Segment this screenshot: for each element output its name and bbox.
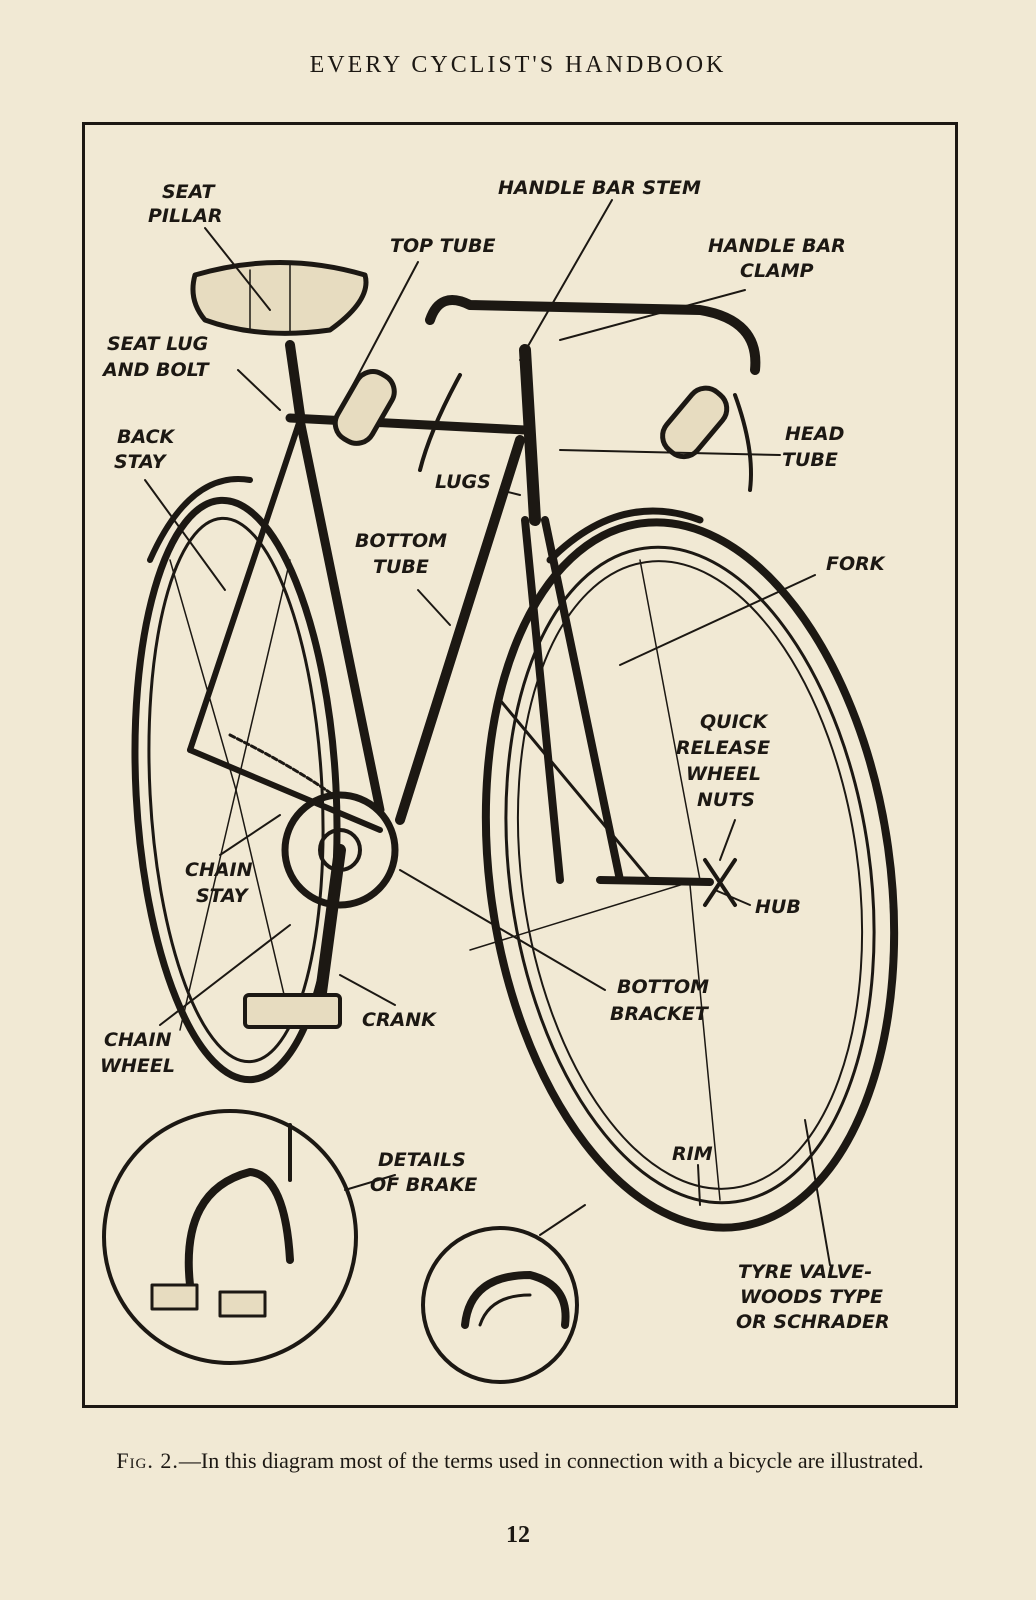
figure-number: Fig. 2. (116, 1448, 179, 1473)
label-line: STAY (114, 451, 168, 473)
label-chain-stay: CHAIN STAY (185, 859, 259, 907)
label-line: WOODS TYPE (740, 1286, 883, 1308)
label-line: WHEEL (100, 1055, 175, 1077)
handlebars (329, 300, 756, 490)
caption-text: —In this diagram most of the terms used … (179, 1448, 924, 1473)
label-handle-bar-clamp: HANDLE BAR CLAMP (708, 235, 852, 282)
label-line: HUB (755, 896, 801, 918)
label-bottom-bracket: BOTTOM BRACKET (610, 976, 716, 1025)
label-line: LUGS (435, 471, 491, 493)
label-quick-release-wheel-nuts: QUICK RELEASE WHEEL NUTS (676, 711, 777, 811)
label-line: CRANK (362, 1009, 437, 1031)
label-hub: HUB (755, 896, 801, 918)
label-chain-wheel: CHAIN WHEEL (100, 1029, 178, 1077)
label-line: OF BRAKE (370, 1174, 477, 1196)
figure-caption: Fig. 2.—In this diagram most of the term… (80, 1446, 960, 1476)
label-seat-lug-and-bolt: SEAT LUG AND BOLT (101, 333, 215, 381)
saddle (193, 263, 366, 334)
label-line: DETAILS (378, 1149, 466, 1171)
page-number: 12 (0, 1522, 1036, 1549)
front-wheel (443, 496, 938, 1255)
brake-detail-inset (104, 1111, 356, 1363)
label-line: TYRE VALVE- (738, 1261, 872, 1283)
label-line: BOTTOM (617, 976, 709, 998)
label-handle-bar-stem: HANDLE BAR STEM (498, 177, 701, 199)
label-line: STAY (196, 885, 250, 907)
label-line: SEAT (162, 181, 217, 203)
label-line: OR SCHRADER (736, 1311, 890, 1333)
label-bottom-tube: BOTTOM TUBE (355, 530, 454, 578)
bicycle-frame (190, 345, 650, 880)
label-line: FORK (826, 553, 886, 575)
label-line: AND BOLT (101, 359, 211, 381)
label-line: SEAT LUG (107, 333, 208, 355)
label-line: HEAD (785, 423, 844, 445)
label-line: TUBE (782, 449, 838, 471)
label-line: HANDLE BAR STEM (498, 177, 701, 199)
label-line: WHEEL (686, 763, 761, 785)
label-line: RIM (672, 1143, 713, 1165)
label-line: HANDLE BAR (708, 235, 846, 257)
label-line: PILLAR (148, 205, 223, 227)
label-line: NUTS (697, 789, 755, 811)
label-line: BACK (117, 426, 176, 448)
label-tyre-valve: TYRE VALVE- WOODS TYPE OR SCHRADER (736, 1261, 890, 1333)
tyre-section-inset (423, 1205, 585, 1382)
label-crank: CRANK (362, 1009, 437, 1031)
label-line: CHAIN (185, 859, 253, 881)
label-rim: RIM (672, 1143, 713, 1165)
label-line: TUBE (373, 556, 429, 578)
label-line: CHAIN (104, 1029, 172, 1051)
label-fork: FORK (826, 553, 886, 575)
label-lugs: LUGS (435, 471, 491, 493)
label-top-tube: TOP TUBE (390, 235, 496, 257)
label-line: RELEASE (676, 737, 770, 759)
label-head-tube: HEAD TUBE (782, 423, 851, 471)
label-line: CLAMP (740, 260, 814, 282)
label-seat-pillar: SEAT PILLAR (148, 181, 223, 227)
label-back-stay: BACK STAY (114, 426, 181, 473)
label-details-of-brake: DETAILS OF BRAKE (370, 1149, 477, 1196)
label-line: BOTTOM (355, 530, 447, 552)
label-line: TOP TUBE (390, 235, 496, 257)
label-line: QUICK (700, 711, 769, 733)
label-line: BRACKET (610, 1003, 710, 1025)
